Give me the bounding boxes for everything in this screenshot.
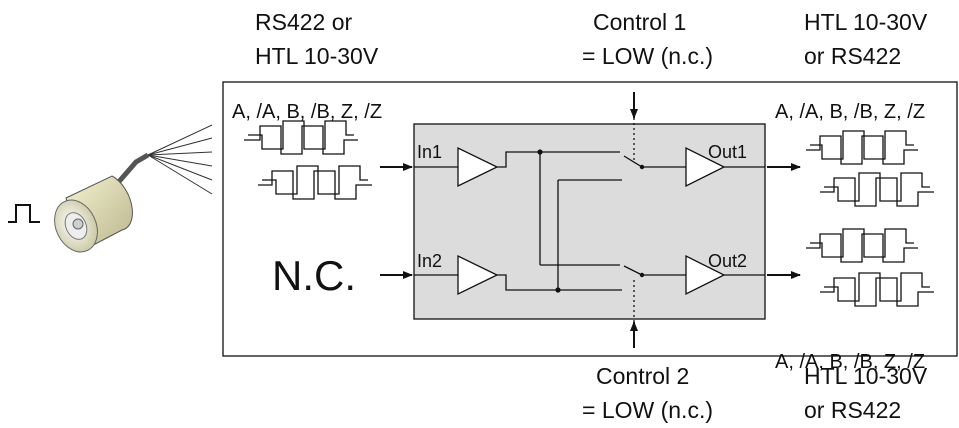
output-bottom-heading-line2: or RS422 — [804, 397, 901, 423]
output-top-channel-label: A, /A, B, /B, Z, /Z — [775, 101, 925, 123]
junction-dot — [537, 149, 543, 155]
output-bottom-channel-label: A, /A, B, /B, Z, /Z — [775, 351, 925, 373]
in2-label: In2 — [417, 251, 442, 271]
input-heading-line2: HTL 10-30V — [255, 43, 379, 69]
junction-dot — [639, 164, 645, 170]
junction-dot — [555, 287, 561, 293]
control1-heading-line2: = LOW (n.c.) — [582, 43, 713, 69]
control1-heading-line1: Control 1 — [593, 9, 686, 35]
switch1-blade — [623, 155, 643, 168]
out1-label: Out1 — [708, 142, 747, 162]
output-bottom-heading-line1: HTL 10-30V — [804, 363, 928, 389]
switch2-blade — [623, 265, 643, 276]
out1-buffer — [685, 146, 726, 188]
input-heading-line1: RS422 or — [255, 9, 353, 35]
in1-label: In1 — [417, 142, 442, 162]
control2-heading-line2: = LOW (n.c.) — [582, 397, 713, 423]
output-top-waveform-pair — [806, 130, 934, 207]
out2-label: Out2 — [708, 251, 747, 271]
output-bottom-waveform-pair — [806, 228, 934, 307]
encoder-icon — [54, 124, 213, 253]
input-waveform-pair — [244, 120, 372, 200]
junction-dot — [639, 272, 645, 278]
output-top-heading-line1: HTL 10-30V — [804, 9, 928, 35]
out2-buffer — [685, 254, 726, 296]
in1-buffer — [457, 146, 499, 188]
input-channel-label: A, /A, B, /B, Z, /Z — [232, 101, 382, 123]
in2-buffer — [457, 254, 499, 296]
pulse-icon — [8, 204, 40, 223]
outer-frame — [222, 81, 958, 357]
output-top-heading-line2: or RS422 — [804, 43, 901, 69]
not-connected-label: N.C. — [272, 252, 356, 299]
control2-heading-line1: Control 2 — [596, 363, 689, 389]
internal-wiring — [414, 151, 765, 291]
